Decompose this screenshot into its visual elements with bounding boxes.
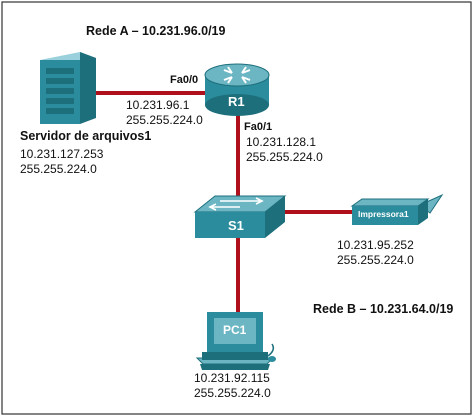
printer-name: Impressora1	[358, 209, 409, 219]
router-fa00-label: Fa0/0	[170, 74, 199, 86]
pc-mask: 255.255.224.0	[194, 386, 271, 400]
server-icon[interactable]	[40, 52, 96, 124]
router-icon[interactable]	[204, 63, 270, 116]
router-name: R1	[228, 94, 245, 109]
router-fa01-mask: 255.255.224.0	[246, 150, 323, 164]
switch-name: S1	[228, 218, 244, 233]
printer-icon[interactable]	[350, 193, 444, 225]
network-a-title: Rede A – 10.231.96.0/19	[86, 24, 226, 38]
router-fa00-ip: 10.231.96.1	[126, 98, 190, 112]
router-fa01-label: Fa0/1	[244, 121, 273, 133]
pc-ip: 10.231.92.115	[194, 371, 270, 385]
printer-ip: 10.231.95.252	[337, 238, 414, 252]
server-name: Servidor de arquivos1	[20, 129, 152, 143]
server-ip: 10.231.127.253	[20, 147, 104, 161]
pc-name: PC1	[223, 323, 247, 337]
network-b-title: Rede B – 10.231.64.0/19	[313, 302, 454, 316]
server-mask: 255.255.224.0	[20, 162, 97, 176]
router-fa01-ip: 10.231.128.1	[246, 135, 317, 149]
router-fa00-mask: 255.255.224.0	[126, 113, 203, 127]
pc-icon[interactable]	[195, 312, 276, 370]
switch-icon[interactable]	[193, 195, 287, 238]
printer-mask: 255.255.224.0	[337, 253, 414, 267]
